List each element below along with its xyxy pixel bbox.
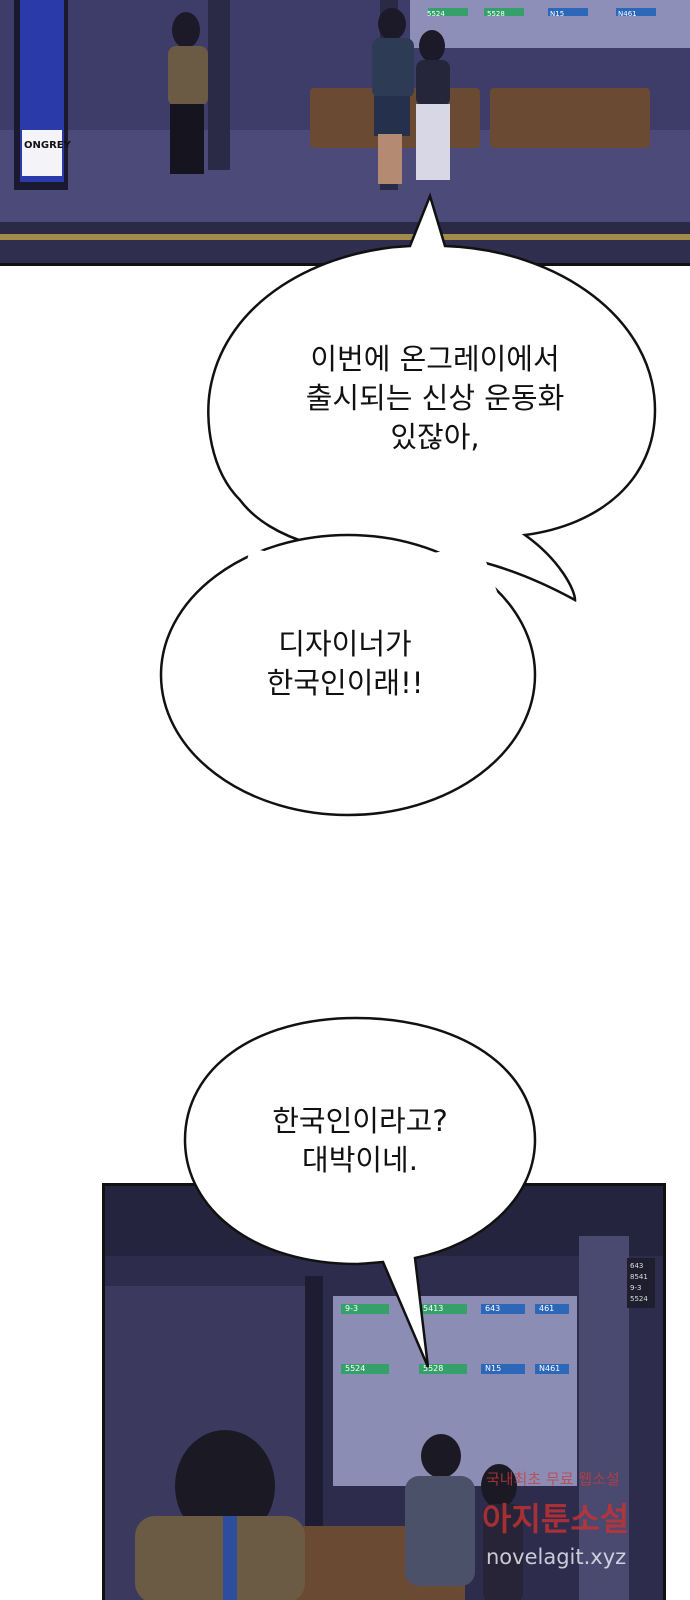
poster-brand-text: ONGREY xyxy=(24,140,71,151)
top-comic-panel: ONGREY 5524 5528 N15 N461 xyxy=(0,0,690,266)
route-label: N15 xyxy=(485,1364,502,1373)
route-label: 5524 xyxy=(427,10,445,18)
stop-sign-line: 643 xyxy=(630,1262,644,1270)
route-label: 643 xyxy=(485,1304,501,1313)
route-label: 9-3 xyxy=(345,1304,359,1313)
route-label: 5528 xyxy=(487,10,505,18)
speech-bubble-3-text: 한국인이라고? 대박이네. xyxy=(272,1104,448,1177)
route-label: 5524 xyxy=(345,1364,366,1373)
stop-sign-line: 9-3 xyxy=(630,1284,642,1292)
watermark-logo-text: 아지툰소설 xyxy=(482,1500,630,1538)
stop-sign-line: 5524 xyxy=(630,1295,648,1303)
watermark-line-1: 국내최초 무료 웹소설 xyxy=(486,1470,620,1488)
bus-stop-scene-top xyxy=(0,0,690,263)
stop-sign-line: 8541 xyxy=(630,1273,648,1281)
watermark-url: novelagit.xyz xyxy=(486,1545,627,1569)
route-label: 461 xyxy=(539,1304,555,1313)
route-label: N15 xyxy=(550,10,565,18)
route-label: N461 xyxy=(539,1364,561,1373)
route-label: 5413 xyxy=(423,1304,444,1313)
route-label: N461 xyxy=(618,10,637,18)
route-label: 5528 xyxy=(423,1364,444,1373)
speech-bubble-1-text: 이번에 온그레이에서 출시되는 신상 운동화 있잖아, xyxy=(305,342,565,454)
speech-bubble-2-text: 디자이너가 한국인이래!! xyxy=(266,627,424,700)
